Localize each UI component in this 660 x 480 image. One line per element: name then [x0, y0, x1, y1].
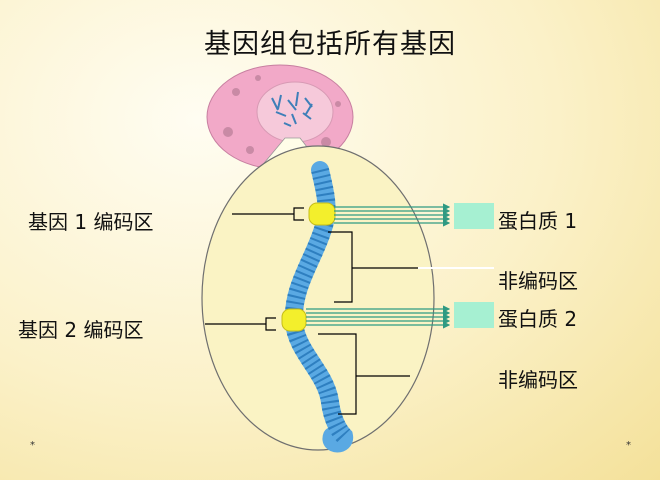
gene-1-pointer-line: [232, 207, 304, 221]
protein-1-box: [454, 203, 494, 229]
noncoding-1-bracket: [328, 231, 418, 303]
gene-2-expression-arrows: [306, 305, 451, 329]
gene-1-coding-segment: [308, 202, 336, 226]
dna-strand: [284, 161, 354, 453]
gene-2-coding-segment: [281, 308, 307, 332]
noncoding-1-label: 非编码区: [498, 269, 578, 293]
nucleus: [256, 81, 334, 143]
protein-2-box: [454, 302, 494, 328]
organelles: [223, 75, 341, 154]
footer-left-mark: *: [30, 440, 35, 451]
noncoding-2-label: 非编码区: [498, 368, 578, 392]
chromosome-oval: [201, 145, 435, 451]
gene-1-expression-arrows: [334, 203, 451, 227]
gene-1-label: 基因 1 编码区: [28, 210, 154, 234]
noncoding-2-bracket: [318, 333, 410, 415]
protein-1-label: 蛋白质 1: [498, 209, 578, 233]
protein-2-label: 蛋白质 2: [498, 307, 578, 331]
gene-2-label: 基因 2 编码区: [18, 318, 144, 342]
gene-2-pointer-line: [205, 317, 276, 331]
chromosome-cluster: [271, 91, 313, 127]
footer-right-mark: *: [626, 440, 631, 451]
page-title: 基因组包括所有基因: [204, 29, 456, 60]
